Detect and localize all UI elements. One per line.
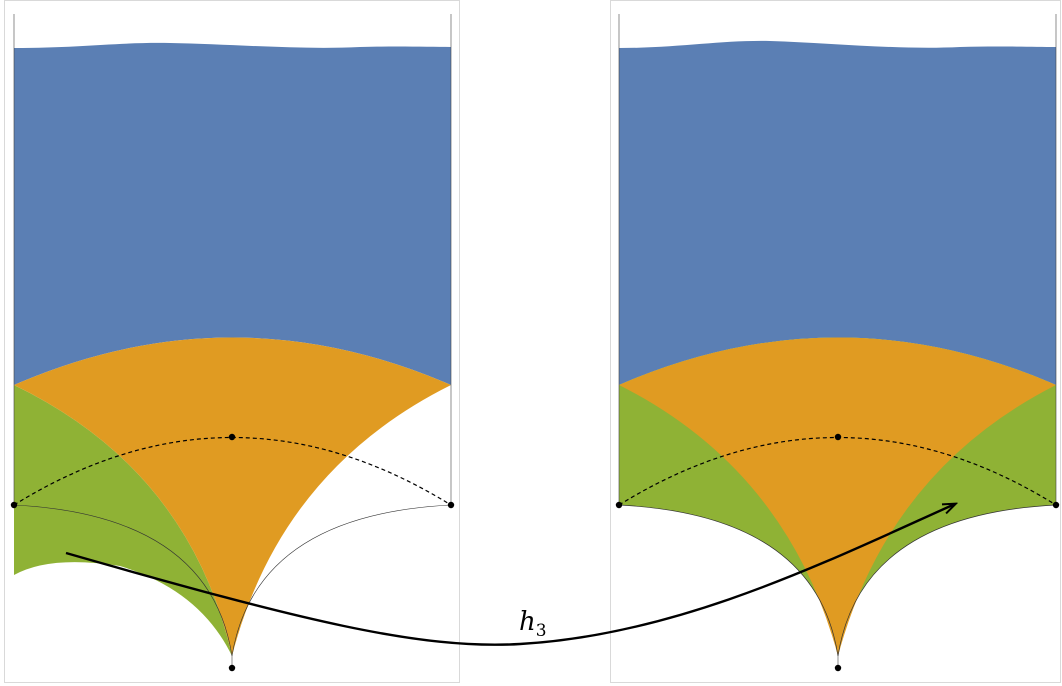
left-thin-arc-left xyxy=(13,504,233,657)
right-thin-arc-right xyxy=(837,504,1057,657)
left-vertex-right xyxy=(447,501,455,509)
right-orange-region xyxy=(619,337,1056,656)
left-thin-arc-right xyxy=(231,504,452,657)
map-label-index: 3 xyxy=(536,621,547,641)
map-label-name: h xyxy=(519,607,536,637)
left-orange-region xyxy=(14,337,451,656)
left-panel xyxy=(4,0,460,683)
right-panel-frame xyxy=(610,0,1061,683)
map-label: h3 xyxy=(519,607,547,641)
right-vertex-top xyxy=(834,433,842,441)
left-vertex-bottom xyxy=(228,664,236,672)
right-vertex-bottom xyxy=(834,664,842,672)
left-vertex-top xyxy=(228,433,236,441)
left-vertex-left xyxy=(10,501,18,509)
right-blue-region xyxy=(619,40,1056,386)
right-thin-arc-left xyxy=(618,504,839,657)
right-vertex-left xyxy=(615,501,623,509)
left-blue-region xyxy=(14,42,451,385)
left-green-region xyxy=(14,385,232,656)
right-vertex-right xyxy=(1052,501,1060,509)
right-panel xyxy=(610,0,1061,683)
map-arrow xyxy=(65,504,955,646)
left-panel-frame xyxy=(4,0,460,683)
